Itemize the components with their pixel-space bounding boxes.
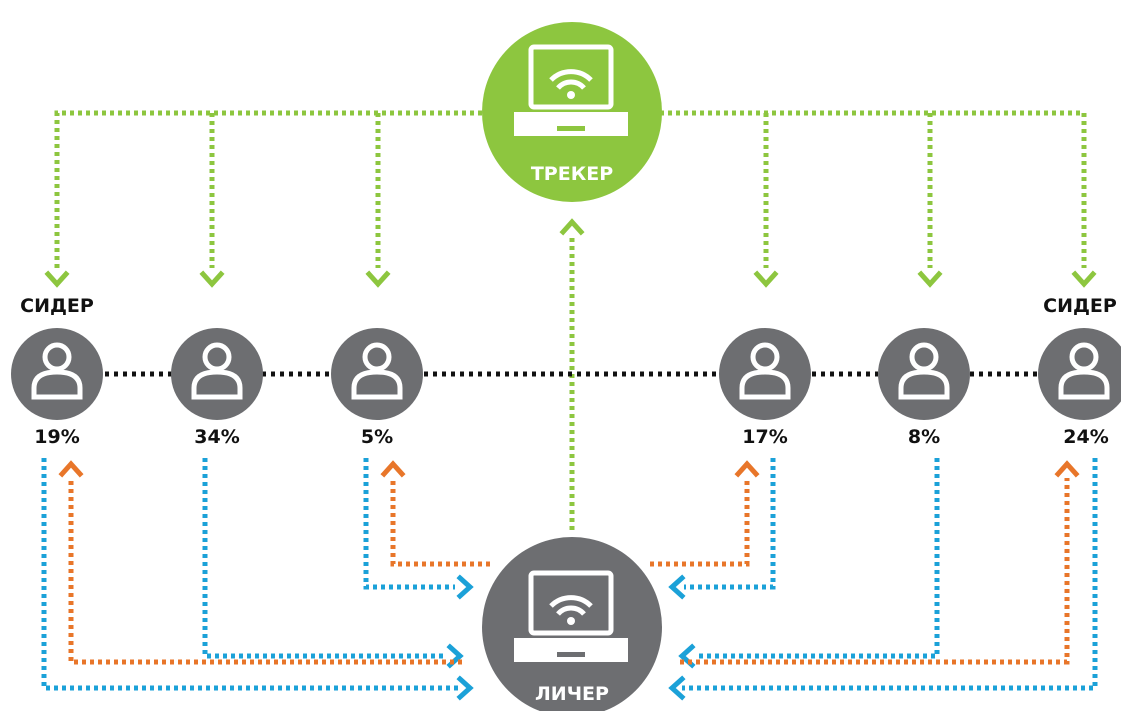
seeder-label: СИДЕР [1043,295,1117,317]
leecher-node: ЛИЧЕР [482,537,662,711]
user-icon [191,342,243,400]
user-icon [1058,342,1110,400]
peer-percent: 5% [361,426,393,448]
peer-node [719,328,811,420]
tracker-links [44,110,1097,530]
user-icon [739,342,791,400]
tracker-label: ТРЕКЕР [531,163,613,185]
peer-percent: 17% [742,426,787,448]
laptop-wifi-icon [514,44,628,136]
peer-percent: 34% [194,426,239,448]
peer-node [878,328,970,420]
leecher-label: ЛИЧЕР [535,683,609,705]
download-links [41,458,1098,701]
peer-node [171,328,263,420]
peer-percent: 19% [34,426,79,448]
user-icon [31,342,83,400]
tracker-node: ТРЕКЕР [482,22,662,202]
peer-node [1038,328,1121,420]
user-icon [898,342,950,400]
peer-percent: 24% [1063,426,1108,448]
user-icon [351,342,403,400]
peer-node [11,328,103,420]
peer-node [331,328,423,420]
seeder-label: СИДЕР [20,295,94,317]
upload-links [58,460,1080,665]
peer-percent: 8% [908,426,940,448]
laptop-wifi-icon [514,570,628,662]
